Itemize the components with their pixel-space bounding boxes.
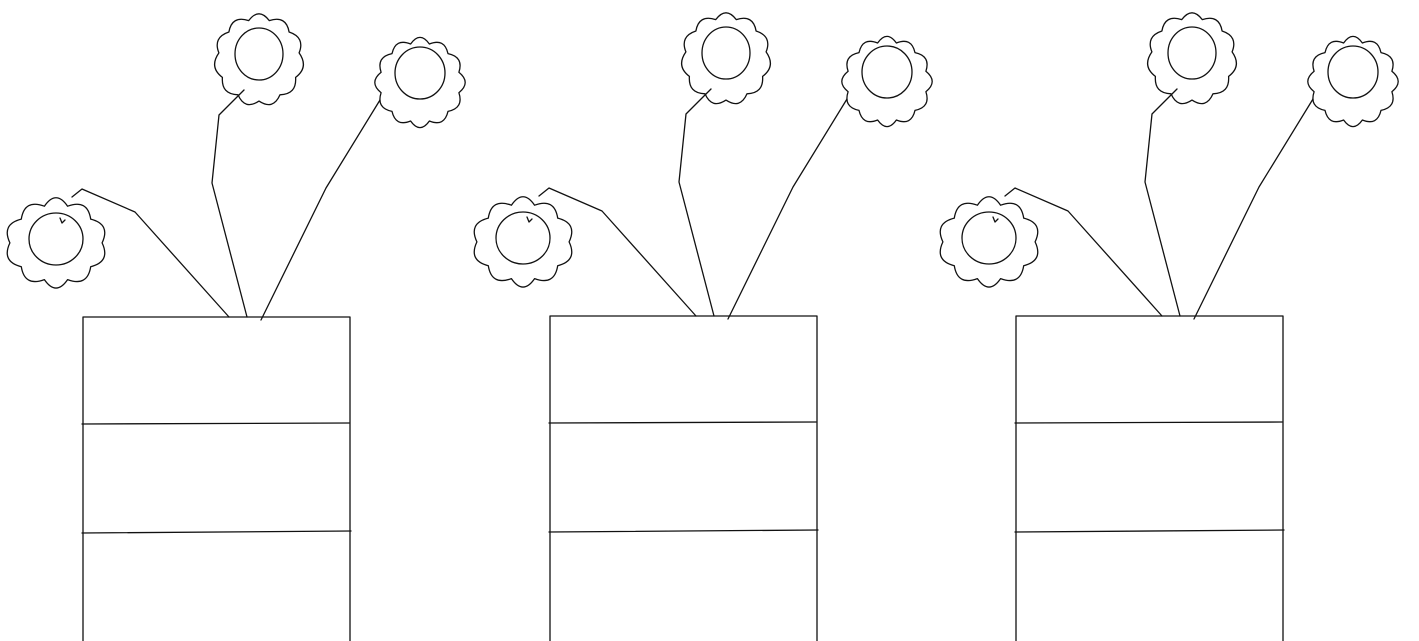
vase-with-flowers-3: [939, 12, 1399, 641]
vase-with-flowers-1: [6, 13, 466, 641]
vase-with-flowers-2: [473, 12, 933, 641]
